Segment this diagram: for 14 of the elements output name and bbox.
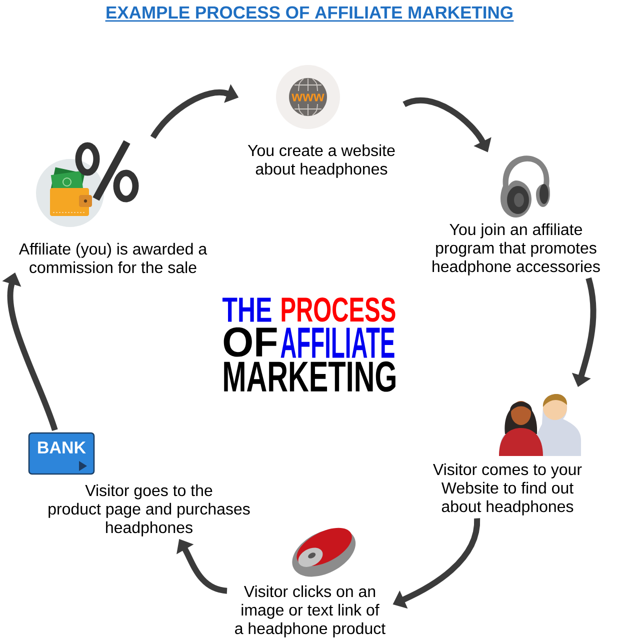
headline-word: OF bbox=[224, 327, 277, 357]
step-caption: You join an affiliate program that promotes headphone accessories bbox=[432, 223, 600, 276]
step-caption: Affiliate (you) is awarded a commission for the sale bbox=[18, 242, 208, 274]
card-label: BANK bbox=[38, 442, 86, 454]
headline-word: MARKETING bbox=[224, 361, 396, 392]
step-caption: Visitor goes to the product page and purchases headphones bbox=[48, 484, 250, 536]
headline-word: THE bbox=[222, 298, 272, 322]
step-caption: Visitor clicks on an image or text link of a headphone product bbox=[235, 585, 386, 638]
step-caption: You create a website about headphones bbox=[248, 144, 395, 178]
headline-word: PROCESS bbox=[282, 297, 396, 322]
icon-label: www bbox=[292, 94, 324, 102]
step-caption: Visitor comes to your Website to find out about headphones bbox=[433, 463, 582, 516]
headline-word: AFFILIATE bbox=[280, 328, 394, 358]
diagram-title: EXAMPLE PROCESS OF AFFILIATE MARKETING bbox=[105, 6, 514, 22]
